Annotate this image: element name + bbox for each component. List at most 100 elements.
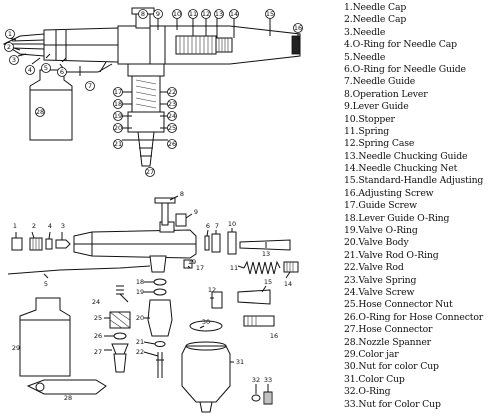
callout-5: 5 <box>44 64 48 72</box>
parts-list-item: 8.Operation Lever <box>344 88 428 100</box>
parts-list-item: 28.Nozzle Spanner <box>344 336 431 348</box>
parts-list-item: 23.Valve Spring <box>344 274 417 286</box>
callout-16: 16 <box>294 24 302 32</box>
callout-14: 14 <box>230 10 238 18</box>
parts-list-item: 9.Lever Guide <box>344 101 409 113</box>
parts-list-item: 32.O-Ring <box>344 386 391 398</box>
label-19: 19 <box>136 288 144 296</box>
callout-3: 3 <box>12 56 16 64</box>
assembled-airbrush <box>2 7 301 167</box>
parts-list-item: 14.Needle Chucking Net <box>344 163 458 175</box>
label-11: 11 <box>230 264 238 272</box>
parts-list-item: 27.Hose Connector <box>344 324 433 336</box>
label-20: 20 <box>136 314 144 322</box>
label-8: 8 <box>180 190 184 198</box>
label-27: 27 <box>94 348 102 356</box>
callout-25: 25 <box>168 124 176 132</box>
callout-17: 17 <box>114 88 122 96</box>
parts-list-item: 4.O-Ring for Needle Cap <box>344 39 457 51</box>
label-12: 12 <box>208 286 216 294</box>
callout-22: 22 <box>168 88 176 96</box>
label-6: 6 <box>206 222 210 230</box>
label-18: 18 <box>136 278 144 286</box>
callout-18: 18 <box>114 100 122 108</box>
label-32: 32 <box>252 376 260 384</box>
callout-10: 10 <box>173 10 181 18</box>
parts-list-item: 25.Hose Connector Nut <box>344 299 453 311</box>
label-2: 2 <box>32 222 36 230</box>
callout-23: 23 <box>168 100 176 108</box>
parts-list-item: 5.Needle <box>344 51 386 63</box>
parts-list-item: 30.Nut for color Cup <box>344 361 439 373</box>
callout-7: 7 <box>88 82 92 90</box>
parts-list-item: 1.Needle Cap <box>344 2 407 13</box>
label-10: 10 <box>228 220 236 228</box>
callout-9: 9 <box>156 10 160 18</box>
label-1: 1 <box>13 222 17 230</box>
label-5: 5 <box>44 280 48 288</box>
callout-1: 1 <box>8 30 12 38</box>
parts-list-item: 20.Valve Body <box>344 237 409 249</box>
parts-list-item: 3.Needle <box>344 26 386 38</box>
callout-28: 28 <box>36 108 44 116</box>
callout-21: 21 <box>114 140 122 148</box>
label-7: 7 <box>215 222 219 230</box>
parts-list-item: 29.Color jar <box>344 348 399 360</box>
parts-list-item: 10.Stopper <box>344 113 395 125</box>
label-17: 17 <box>196 264 204 272</box>
bottom-leader-lines <box>15 195 291 394</box>
parts-list-item: 7.Needle Guide <box>344 76 416 88</box>
exploded-view <box>7 197 299 413</box>
callout-13: 13 <box>215 10 223 18</box>
label-13: 13 <box>262 250 270 258</box>
callout-2: 2 <box>7 43 11 51</box>
parts-list-item: 13.Needle Chucking Guide <box>344 150 468 162</box>
parts-list-item: 6.O-Ring for Needle Guide <box>344 63 466 75</box>
callout-12: 12 <box>202 10 210 18</box>
parts-list-item: 12.Spring Case <box>344 138 415 150</box>
label-33: 33 <box>264 376 272 384</box>
label-26: 26 <box>94 332 102 340</box>
airbrush-diagram: 1 2 3 4 5 6 7 8 9 10 11 12 13 14 15 16 1… <box>2 7 303 413</box>
callout-24: 24 <box>168 112 176 120</box>
exploded-labels: 1 2 4 3 8 9 6 7 10 13 19 17 11 14 15 5 1… <box>12 190 292 402</box>
parts-list-item: 31.Color Cup <box>344 373 405 385</box>
parts-list-item: 21.Valve Rod O-Ring <box>344 249 439 261</box>
label-28: 28 <box>64 394 72 402</box>
label-15: 15 <box>264 278 272 286</box>
label-21: 21 <box>136 338 144 346</box>
callout-8: 8 <box>141 10 145 18</box>
parts-list-item: 33.Nut for Color Cup <box>344 398 441 410</box>
parts-list-item: 17.Guide Screw <box>344 200 417 212</box>
callout-19: 19 <box>114 112 122 120</box>
parts-list-item: 2.Needle Cap <box>344 14 407 26</box>
parts-list-item: 19.Valve O-Ring <box>344 225 418 237</box>
parts-list-item: 18.Lever Guide O-Ring <box>344 212 450 224</box>
parts-list-item: 11.Spring <box>344 125 390 137</box>
label-4: 4 <box>48 222 52 230</box>
label-24: 24 <box>92 298 100 306</box>
label-16: 16 <box>270 332 278 340</box>
label-31: 31 <box>236 358 244 366</box>
callout-4: 4 <box>28 66 32 74</box>
callout-15: 15 <box>266 10 274 18</box>
parts-list-item: 26.O-Ring for Hose Connector <box>344 311 484 323</box>
top-callouts: 1 2 3 4 5 6 7 8 9 10 11 12 13 14 15 16 1… <box>4 9 303 177</box>
callout-26: 26 <box>168 140 176 148</box>
parts-list-item: 15.Standard-Handle Adjusting <box>344 175 484 187</box>
callout-27: 27 <box>146 168 154 176</box>
label-19-upper: 19 <box>188 258 196 266</box>
callout-20: 20 <box>114 124 122 132</box>
parts-list-item: 24.Valve Screw <box>344 286 415 298</box>
label-25: 25 <box>94 314 102 322</box>
callout-6: 6 <box>60 68 64 76</box>
parts-list-item: 22.Valve Rod <box>344 262 404 274</box>
label-29: 29 <box>12 344 20 352</box>
callout-11: 11 <box>189 10 197 18</box>
label-3: 3 <box>61 222 65 230</box>
label-30: 30 <box>202 318 210 326</box>
label-14: 14 <box>284 280 292 288</box>
parts-list-item: 16.Adjusting Screw <box>344 187 434 199</box>
label-9: 9 <box>194 208 198 216</box>
